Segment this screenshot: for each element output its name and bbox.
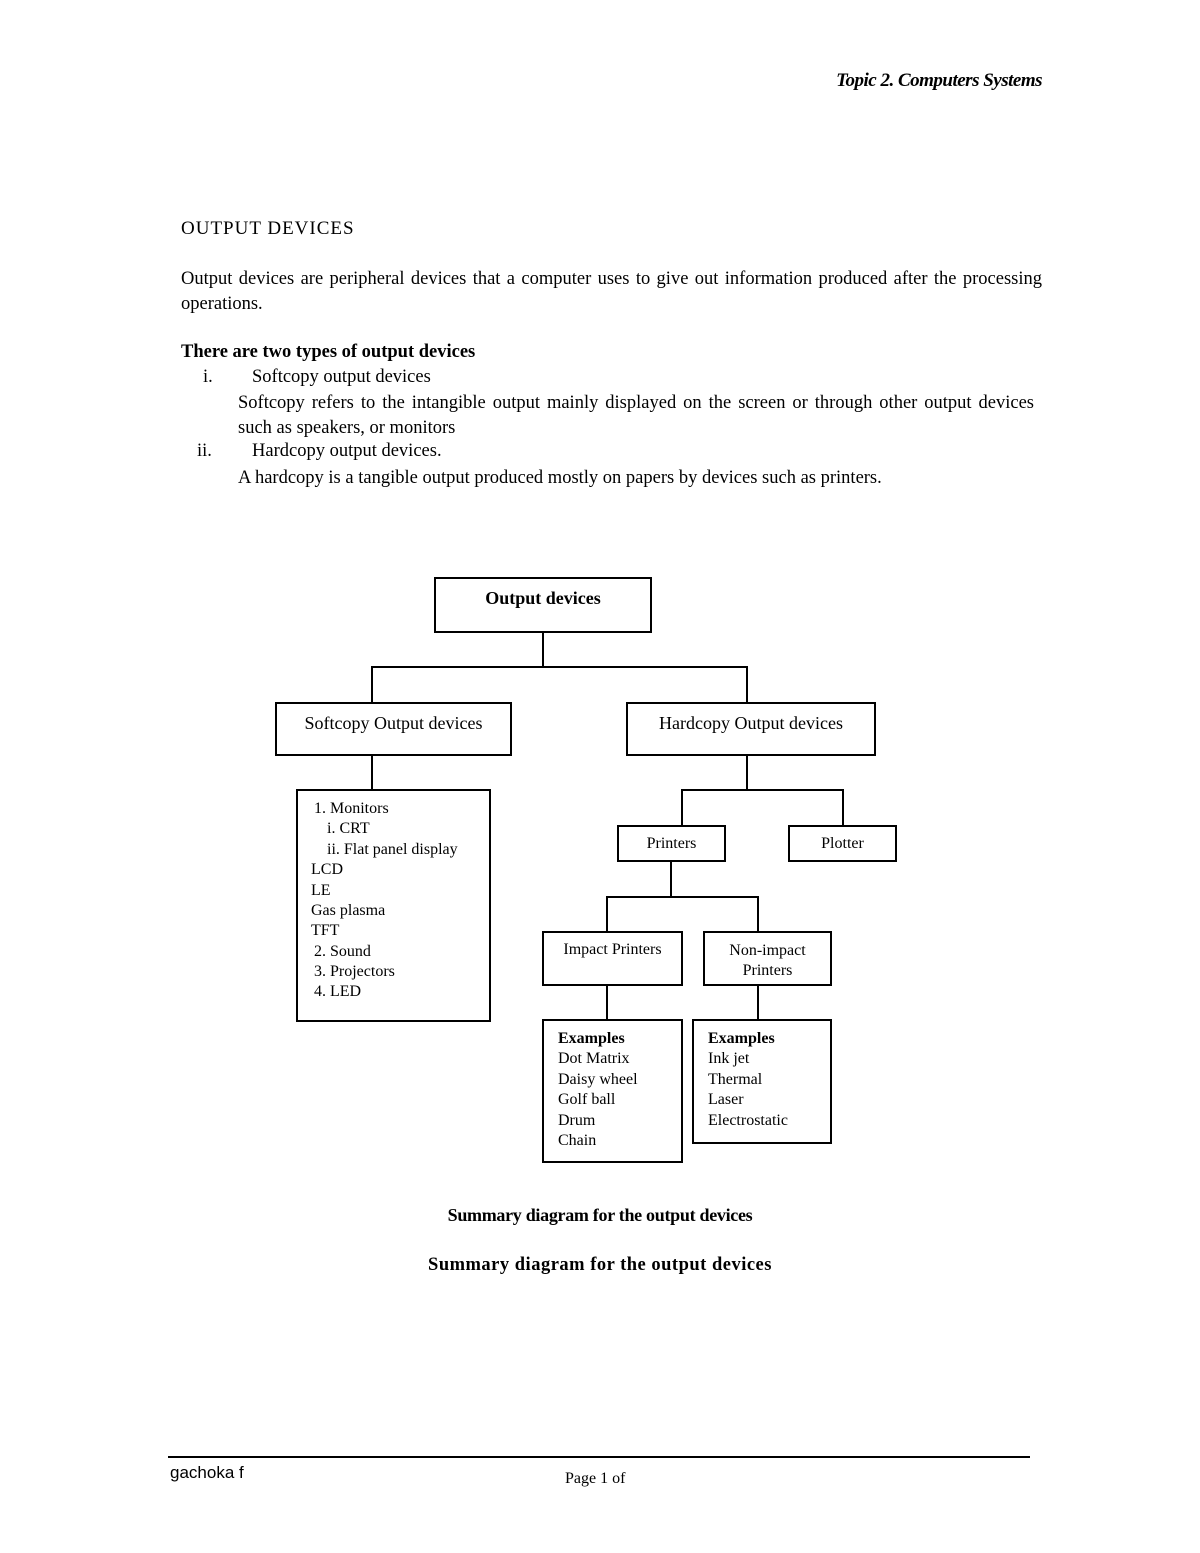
hardcopy-box: Hardcopy Output devices [626,702,876,756]
connector-impact-examples [606,985,608,1021]
impact-example-3: Golf ball [558,1091,616,1108]
nonimpact-printers-box: Non-impact Printers [703,931,832,986]
softcopy-list-box: 1. Monitors i. CRT ii. Flat panel displa… [296,789,491,1022]
root-label: Output devices [485,588,601,608]
diagram-caption-1: Summary diagram for the output devices [447,1205,753,1225]
softcopy-item-5: LE [311,882,331,899]
connector-to-printers [681,789,683,826]
connector-softcopy-list [371,754,373,791]
nonimpact-example-2: Thermal [708,1071,763,1088]
nonimpact-label-line2: Printers [742,962,793,979]
diagram-caption-2: Summary diagram for the output devices [428,1255,772,1275]
softcopy-item-6: Gas plasma [311,902,386,919]
connector-to-plotter [842,789,844,826]
impact-example-2: Daisy wheel [558,1071,638,1088]
type-1-description: Softcopy refers to the intangible output… [238,393,1034,438]
footer-page-number: Page 1 of [565,1470,626,1487]
root-box: Output devices [434,577,652,633]
softcopy-item-2: i. CRT [327,820,370,837]
softcopy-box: Softcopy Output devices [275,702,512,756]
softcopy-item-9: 3. Projectors [314,963,395,980]
impact-example-5: Chain [558,1132,597,1149]
impact-printers-label: Impact Printers [563,941,662,958]
nonimpact-example-3: Laser [708,1091,744,1108]
printers-label: Printers [646,835,697,852]
connector-printers-down [670,861,672,898]
softcopy-item-10: 4. LED [314,983,362,1000]
softcopy-item-4: LCD [311,861,343,878]
type-2-description: A hardcopy is a tangible output produced… [238,468,882,488]
footer-divider [168,1456,1030,1458]
type-2-name: Hardcopy output devices. [252,441,442,461]
connector-to-hardcopy [746,666,748,703]
impact-printers-box: Impact Printers [542,931,683,986]
nonimpact-examples-heading: Examples [708,1030,775,1047]
section-title: OUTPUT DEVICES [181,218,355,239]
connector-root-branch [371,666,748,668]
connector-hardcopy-down [746,754,748,791]
connector-to-nonimpact [757,896,759,932]
type-2-number: ii. [197,441,212,461]
connector-to-impact [606,896,608,932]
types-heading: There are two types of output devices [181,342,476,362]
nonimpact-example-4: Electrostatic [708,1112,788,1129]
connector-hardcopy-branch [681,789,844,791]
impact-examples-box: Examples Dot Matrix Daisy wheel Golf bal… [542,1019,683,1163]
intro-paragraph: Output devices are peripheral devices th… [181,269,1042,314]
impact-example-4: Drum [558,1112,596,1129]
impact-example-1: Dot Matrix [558,1050,630,1067]
nonimpact-examples-box: Examples Ink jet Thermal Laser Electrost… [692,1019,832,1144]
hardcopy-label: Hardcopy Output devices [659,713,843,733]
plotter-box: Plotter [788,825,897,862]
nonimpact-label-line1: Non-impact [729,942,806,959]
connector-root-down [542,632,544,668]
type-1-name: Softcopy output devices [252,367,431,387]
impact-examples-heading: Examples [558,1030,625,1047]
connector-printers-branch [606,896,759,898]
nonimpact-example-1: Ink jet [708,1050,750,1067]
softcopy-label: Softcopy Output devices [304,713,483,733]
footer-author: gachoka f [170,1463,244,1482]
softcopy-item-8: 2. Sound [314,943,371,960]
page-header-topic: Topic 2. Computers Systems [836,70,1042,91]
connector-nonimpact-examples [757,985,759,1021]
softcopy-item-3: ii. Flat panel display [327,841,458,858]
connector-to-softcopy [371,666,373,703]
plotter-label: Plotter [821,835,864,852]
softcopy-item-1: 1. Monitors [314,800,389,817]
softcopy-item-7: TFT [311,922,340,939]
type-1-number: i. [203,367,213,387]
printers-box: Printers [617,825,726,862]
